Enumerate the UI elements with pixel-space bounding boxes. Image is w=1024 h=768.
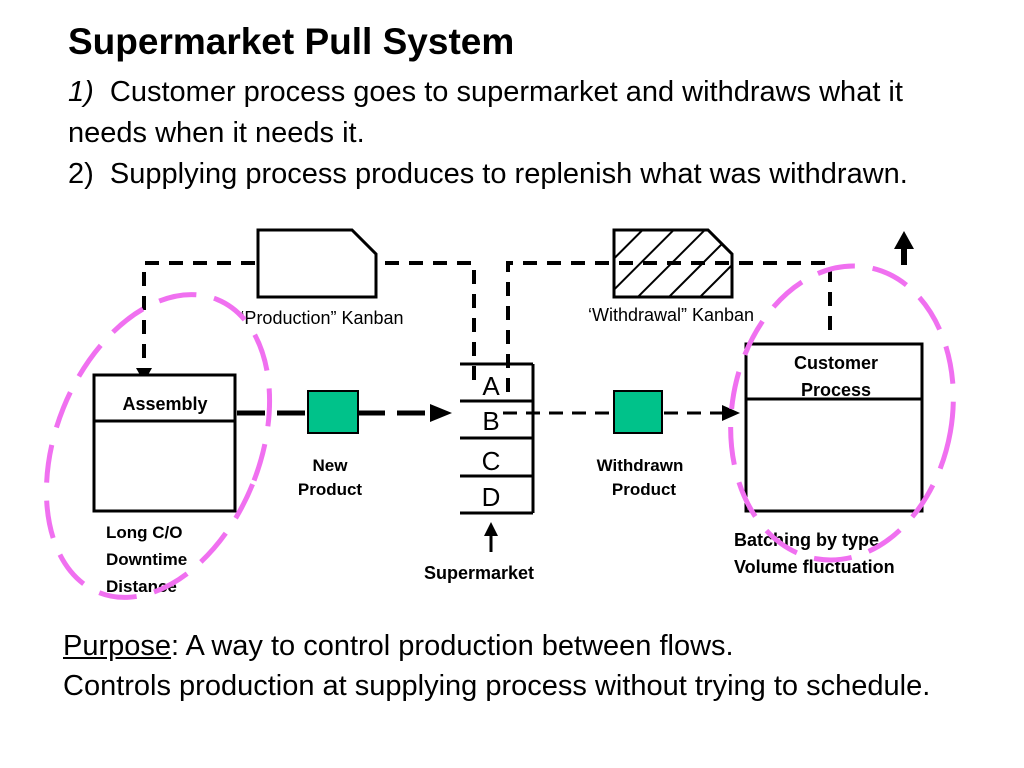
new-product-square [307, 390, 359, 434]
withdrawal-kanban-label: ‘Withdrawal” Kanban [588, 305, 754, 325]
new-product-label-line2: Product [298, 480, 363, 499]
withdrawn-product-label-line1: Withdrawn [597, 456, 684, 475]
purpose-text: : A way to control production between fl… [171, 630, 734, 662]
customer-issue-1: Batching by type [734, 530, 879, 550]
new-product-arrowhead [430, 404, 452, 422]
step-1: 1) Customer process goes to supermarket … [68, 72, 968, 154]
customer-process-label-line1: Customer [794, 353, 878, 373]
production-kanban-loop [142, 261, 476, 380]
customer-issue-2: Volume fluctuation [734, 557, 895, 577]
supermarket-slot-b: B [482, 406, 499, 436]
page-title: Supermarket Pull System [68, 21, 515, 62]
supermarket-slot-c: C [482, 446, 501, 476]
assembly-box [92, 373, 237, 513]
supermarket-pointer-arrowhead [484, 522, 498, 536]
supermarket-slot-a: A [482, 371, 500, 401]
production-kanban-card [256, 228, 378, 299]
steps-list: 1) Customer process goes to supermarket … [68, 72, 968, 195]
customer-highlight-ellipse [728, 263, 956, 563]
purpose-section: Purpose: A way to control production bet… [63, 626, 983, 706]
step-2: 2) Supplying process produces to repleni… [68, 154, 968, 195]
supermarket-label: Supermarket [424, 563, 534, 583]
withdrawn-product-arrowhead [722, 405, 740, 421]
customer-process-box [744, 342, 924, 513]
step-2-text: Supplying process produces to replenish … [109, 158, 908, 190]
step-2-number: 2) [68, 158, 94, 190]
assembly-highlight-ellipse [43, 292, 273, 600]
customer-demand-arrowhead [894, 231, 914, 249]
step-1-number: 1) [68, 76, 94, 108]
step-1-text: Customer process goes to supermarket and… [68, 76, 903, 149]
assembly-label: Assembly [122, 394, 207, 414]
purpose-detail: Controls production at supplying process… [63, 670, 931, 702]
new-product-label-line1: New [313, 456, 349, 475]
purpose-heading: Purpose [63, 630, 172, 662]
assembly-issue-2: Downtime [106, 550, 187, 569]
purpose-line: Purpose: A way to control production bet… [63, 626, 983, 666]
withdrawn-product-label-line2: Product [612, 480, 677, 499]
customer-process-label-line2: Process [801, 380, 871, 400]
withdrawn-product-square [613, 390, 663, 434]
supermarket-slot-d: D [482, 482, 501, 512]
supermarket-shelves [460, 362, 535, 515]
withdrawal-kanban-card [612, 228, 734, 299]
production-kanban-label: ‘Production” Kanban [240, 308, 403, 328]
assembly-issue-1: Long C/O [106, 523, 182, 542]
